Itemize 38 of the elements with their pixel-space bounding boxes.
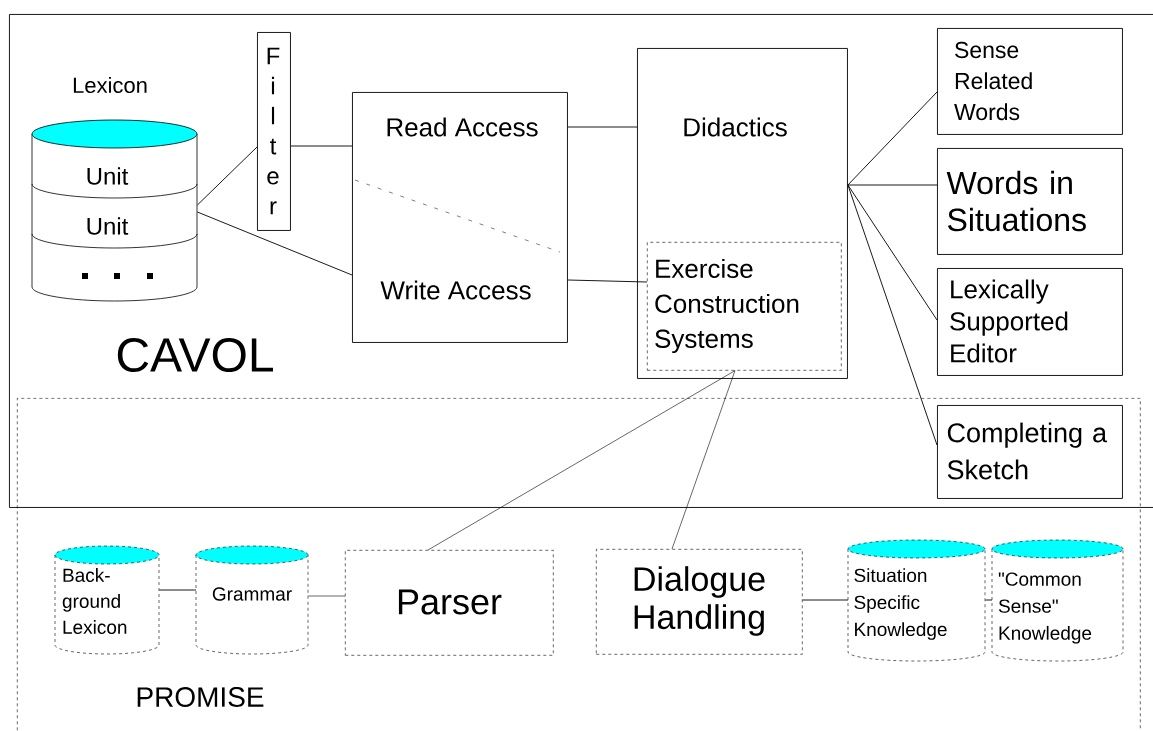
connector-line xyxy=(196,211,353,276)
node-label: Situation Specific Knowledge xyxy=(854,568,947,640)
system-title: CAVOL xyxy=(117,338,273,372)
connector-line xyxy=(308,595,346,597)
connector-line xyxy=(984,599,993,601)
connector-line xyxy=(671,370,736,550)
process-box: Dialogue Handling xyxy=(596,549,803,655)
filter-box: Filter xyxy=(257,32,291,231)
process-box: Words in Situations xyxy=(937,148,1123,255)
connector-line xyxy=(567,279,648,283)
system-title: PROMISE xyxy=(137,687,264,707)
node-label: "Common Sense" Knowledge xyxy=(998,572,1092,644)
database-cylinder: "Common Sense" Knowledge xyxy=(991,539,1124,662)
connector-line xyxy=(427,370,736,551)
connector-line xyxy=(290,145,353,147)
node-label: Grammar xyxy=(212,587,292,601)
connector-line xyxy=(847,184,938,446)
box-label: Read Access xyxy=(387,117,538,137)
database-cylinder: Unit Unit xyxy=(31,119,198,302)
connector-line xyxy=(847,184,938,321)
box-label: Write Access xyxy=(380,280,531,300)
database-cylinder: Situation Specific Knowledge xyxy=(847,539,986,662)
connector-line xyxy=(847,184,938,186)
connector-line xyxy=(158,589,197,591)
process-box: Lexically Supported Editor xyxy=(937,268,1123,376)
process-box: Exercise Construction Systems xyxy=(647,242,842,371)
connector-line xyxy=(567,126,638,128)
process-box: Parser xyxy=(345,550,554,656)
node-label: Back- ground Lexicon xyxy=(62,568,127,634)
connector-line xyxy=(196,146,258,206)
database-cylinder: Back- ground Lexicon xyxy=(54,545,160,655)
process-box: Completing a Sketch xyxy=(937,405,1123,499)
heading: Lexicon xyxy=(73,76,147,94)
process-box: Sense Related Words xyxy=(937,28,1123,135)
box-label: Didactics xyxy=(684,117,787,137)
connector-line xyxy=(847,91,938,186)
connector-line xyxy=(802,599,849,601)
database-cylinder: Grammar xyxy=(195,545,309,655)
